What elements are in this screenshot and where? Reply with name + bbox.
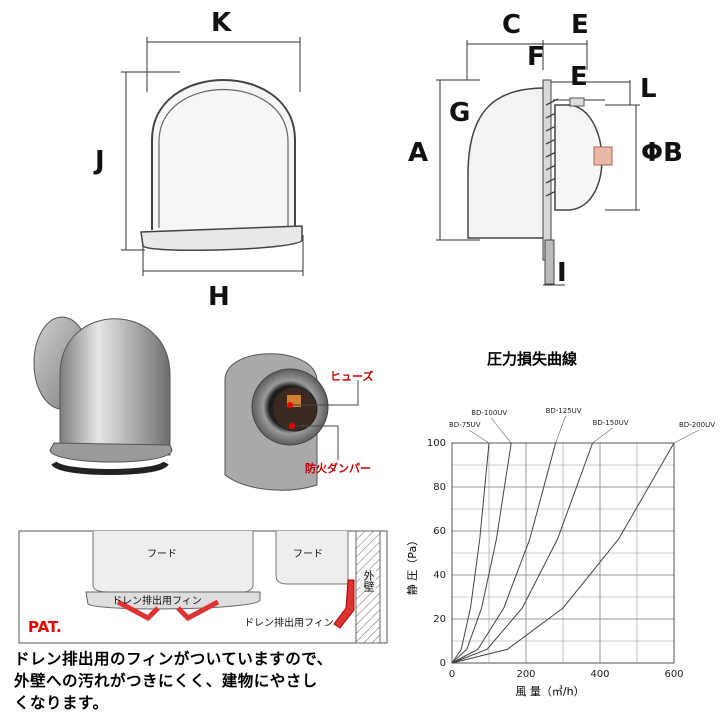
callout-fire-damper: 防火ダンパー (305, 462, 371, 475)
dim-label-f: F (527, 42, 545, 72)
chart-title: 圧力損失曲線 (487, 350, 578, 368)
dim-label-k: K (211, 8, 232, 38)
caption-line-2: 外壁への汚れがつきにくく、建物にやさし (14, 672, 318, 690)
callout-leaders (287, 380, 359, 460)
drain-label-hood-right: フード (293, 549, 323, 560)
drain-label-fin-left: ドレン排出用フィン (112, 596, 202, 607)
series-leader-bd-75uv (468, 429, 490, 444)
series-label-bd-150uv: BD-150UV (593, 419, 629, 427)
dim-label-j: J (95, 146, 105, 176)
x-tick-label: 600 (664, 669, 683, 680)
dim-label-a: A (408, 138, 429, 168)
dim-label-e-inner: E (570, 62, 588, 92)
dim-label-g: G (449, 98, 471, 128)
series-label-bd-100uv: BD-100UV (471, 409, 507, 417)
plot-frame (451, 442, 675, 664)
dim-label-b: ΦB (641, 138, 683, 168)
series-label-bd-125uv: BD-125UV (546, 407, 582, 415)
product-photo-hood (33, 316, 173, 475)
patent-label: PAT. (28, 618, 62, 636)
series-line-bd-100uv (451, 442, 512, 664)
chart-x-axis-label: 風 量（㎥/h） (515, 685, 584, 698)
y-tick-label: 60 (433, 526, 446, 537)
drain-label-hood-left: フード (147, 549, 177, 560)
series-label-bd-75uv: BD-75UV (449, 421, 481, 429)
series-leader-bd-100uv (490, 417, 512, 444)
series-line-bd-75uv (451, 442, 490, 664)
callout-fuse: ヒューズ (330, 370, 374, 383)
y-tick-label: 20 (433, 614, 446, 625)
dim-label-i: I (557, 258, 567, 288)
series-line-bd-150uv (451, 442, 594, 664)
dim-label-e-top: E (571, 10, 589, 40)
series-line-bd-125uv (451, 442, 557, 664)
series-line-bd-200uv (451, 442, 675, 664)
feature-caption: ドレン排出用のフィンがついていますので、 外壁への汚れがつきにくく、建物にやさし… (14, 648, 414, 714)
x-tick-label: 400 (590, 669, 609, 680)
caption-line-1: ドレン排出用のフィンがついていますので、 (14, 650, 333, 668)
drain-fin-diagram (18, 530, 388, 644)
series-leader-bd-150uv (592, 427, 613, 444)
series-leader-bd-200uv (673, 429, 700, 444)
x-tick-label: 0 (449, 669, 455, 680)
series-label-bd-200uv: BD-200UV (679, 421, 715, 429)
chart-lines (451, 442, 675, 664)
y-tick-label: 100 (427, 438, 446, 449)
chart-grid (451, 442, 675, 664)
chart-y-axis-label: 静 圧（Pa） (405, 535, 419, 595)
front-view-drawing (121, 37, 304, 276)
caption-line-3: くなります。 (14, 694, 109, 712)
y-tick-label: 80 (433, 482, 446, 493)
dim-label-c: C (502, 10, 522, 40)
series-leader-bd-125uv (555, 415, 566, 444)
chart-ticks: 0 200 400 600 0 20 40 60 80 100 (427, 438, 684, 680)
drain-label-fin-right: ドレン排出用フィン (244, 618, 334, 629)
dim-label-h: H (208, 282, 230, 312)
side-view-drawing (436, 40, 640, 286)
y-tick-label: 0 (440, 658, 446, 669)
drain-label-wall: 外壁 (360, 570, 376, 592)
y-tick-label: 40 (433, 570, 446, 581)
dim-label-l: L (640, 74, 657, 104)
x-tick-label: 200 (516, 669, 535, 680)
chart-series-labels: BD-75UV BD-100UV BD-125UV BD-150UV BD-200UV (449, 407, 715, 444)
